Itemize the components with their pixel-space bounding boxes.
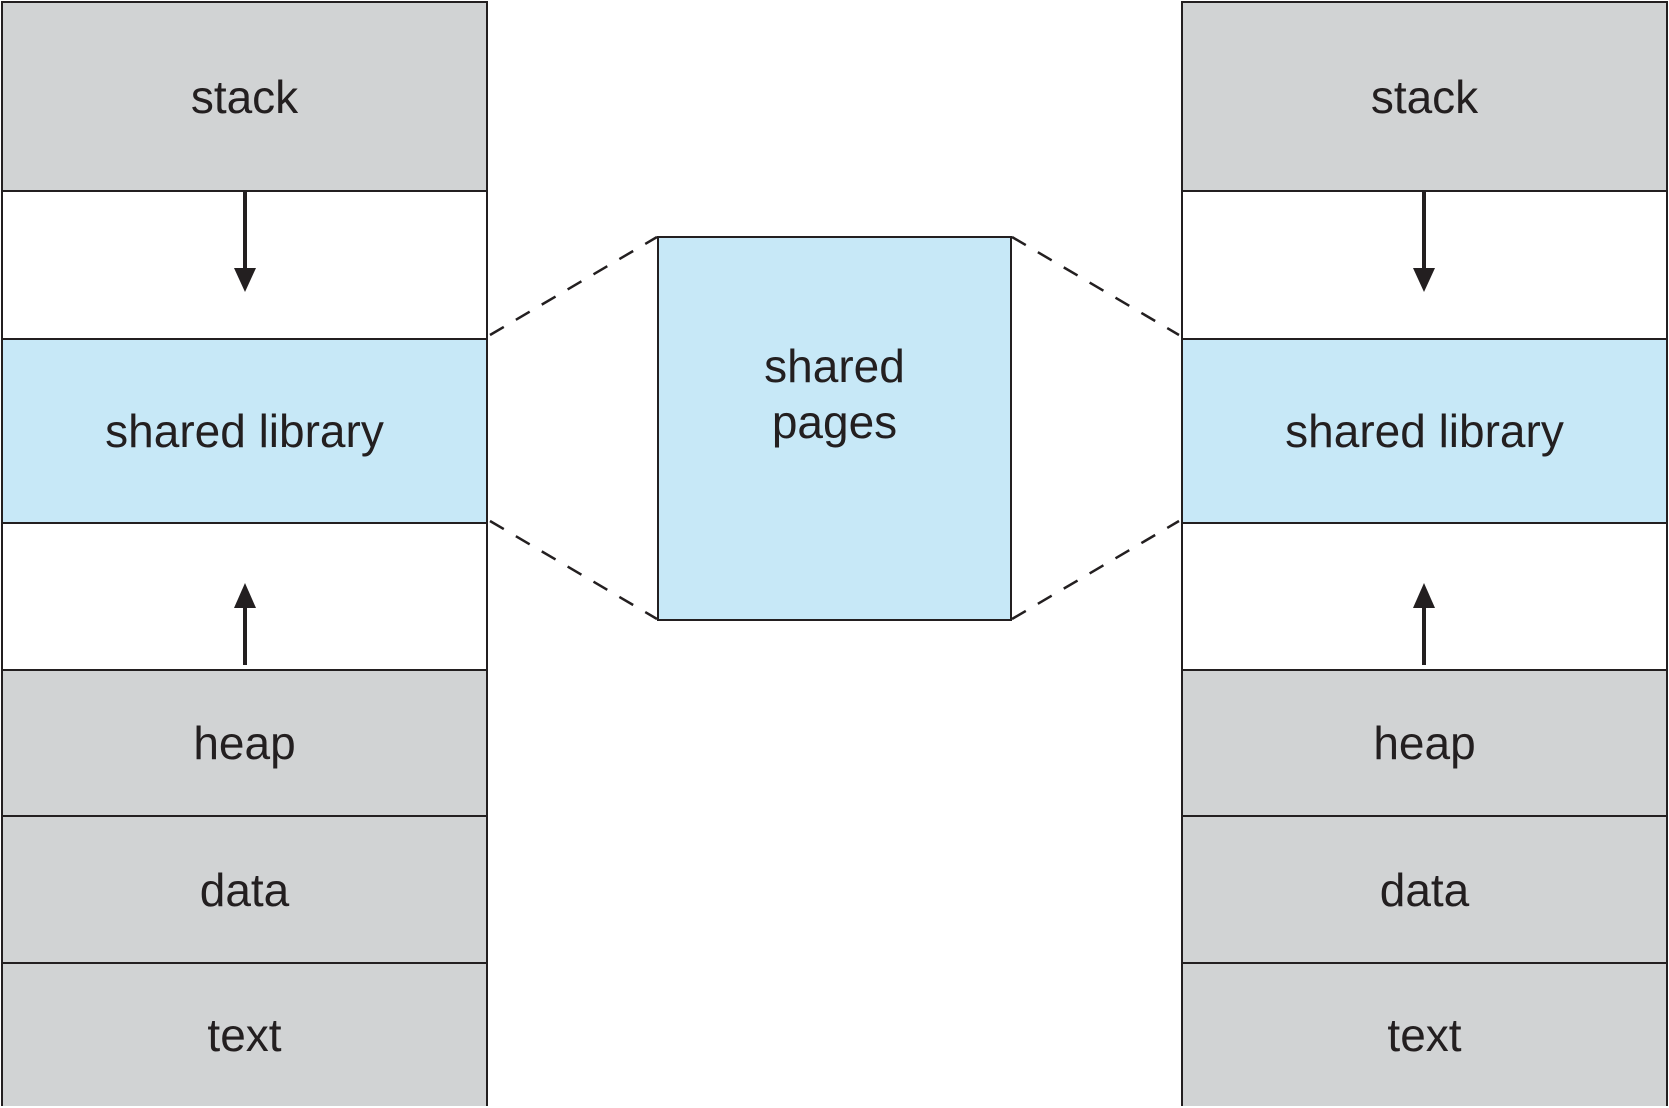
right-data-segment: data [1183, 815, 1666, 962]
shared-pages-box: shared pages [657, 236, 1012, 621]
right-top-mapping-line [1011, 235, 1180, 337]
right-stack-label: stack [1370, 70, 1479, 123]
right-stack-segment: stack [1183, 3, 1666, 190]
shared-pages-label: shared pages [764, 339, 905, 448]
left-stack-segment: stack [3, 3, 486, 190]
left-data-label: data [199, 863, 290, 916]
left-text-segment: text [3, 962, 486, 1106]
right-text-segment: text [1183, 962, 1666, 1106]
right-process-address-space: stack shared library heap data text [1181, 1, 1668, 1106]
left-shared-library-label: shared library [105, 405, 384, 457]
right-heap-label: heap [1373, 717, 1476, 769]
left-top-mapping-line [489, 235, 658, 337]
left-shared-library-segment: shared library [3, 338, 486, 522]
right-text-label: text [1387, 1009, 1462, 1061]
left-data-segment: data [3, 815, 486, 962]
right-shared-library-segment: shared library [1183, 338, 1666, 522]
left-text-label: text [207, 1009, 282, 1061]
left-heap-label: heap [193, 717, 296, 769]
right-heap-segment: heap [1183, 669, 1666, 815]
left-free-space-top [3, 190, 486, 338]
left-bottom-mapping-line [489, 519, 658, 621]
left-heap-segment: heap [3, 669, 486, 815]
left-free-space-bottom [3, 522, 486, 669]
right-free-space-bottom [1183, 522, 1666, 669]
right-shared-library-label: shared library [1285, 405, 1564, 457]
left-stack-label: stack [190, 70, 299, 123]
right-bottom-mapping-line [1011, 519, 1180, 621]
right-data-label: data [1379, 863, 1470, 916]
left-process-address-space: stack shared library heap data text [1, 1, 488, 1106]
right-free-space-top [1183, 190, 1666, 338]
